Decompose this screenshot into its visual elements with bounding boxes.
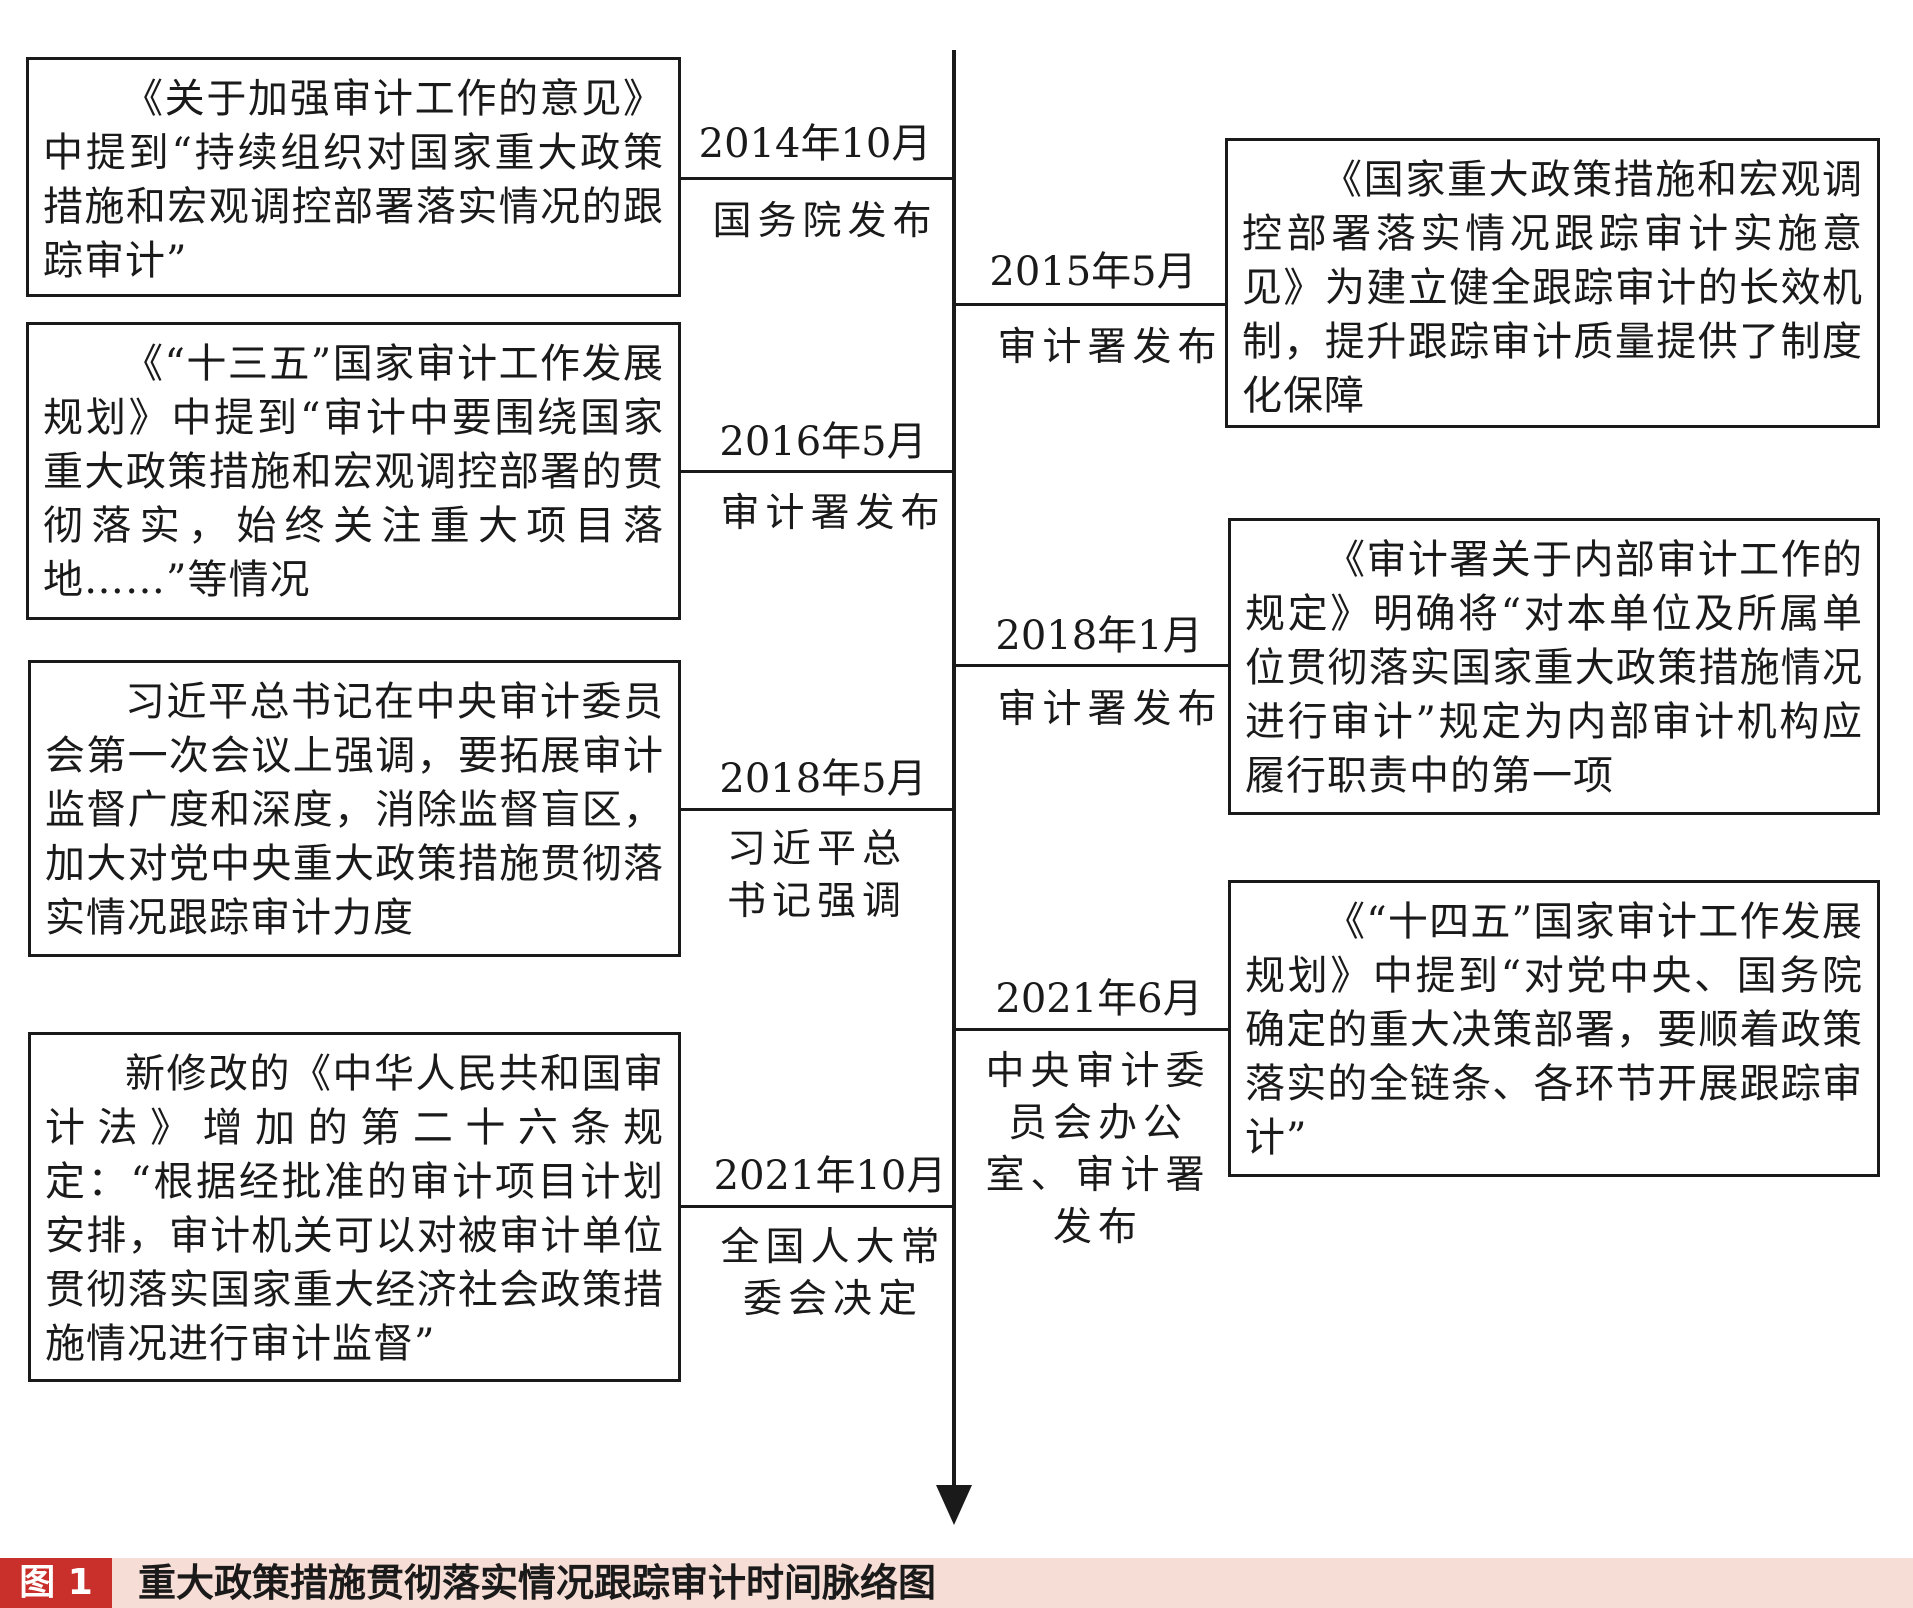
event-date-2014-10: 2014年10月 xyxy=(698,121,932,167)
connector-2021-06 xyxy=(956,1028,1228,1031)
event-publisher-2018-01: 审计署发布 xyxy=(997,687,1223,732)
event-publisher-2015-05: 审计署发布 xyxy=(997,325,1223,370)
event-box-2015-05: 《国家重大政策措施和宏观调控部署落实情况跟踪审计实施意见》为建立健全跟踪审计的长… xyxy=(1225,138,1880,428)
event-date-2021-10: 2021年10月 xyxy=(713,1153,947,1199)
event-publisher-2014-10: 国务院发布 xyxy=(712,199,938,244)
connector-2018-05 xyxy=(681,808,953,811)
timeline-arrow-icon xyxy=(936,1485,972,1525)
event-date-2016-05: 2016年5月 xyxy=(719,419,927,465)
event-publisher-2021-06: 中央审计委员会办公室、审计署发布 xyxy=(985,1049,1211,1250)
event-box-2018-01: 《审计署关于内部审计工作的规定》明确将“对本单位及所属单位贯彻落实国家重大政策措… xyxy=(1228,518,1880,815)
event-publisher-2018-05: 习近平总书记强调 xyxy=(726,827,907,924)
connector-2015-05 xyxy=(956,303,1225,306)
event-box-2021-06: 《“十四五”国家审计工作发展规划》中提到“对党中央、国务院确定的重大决策部署，要… xyxy=(1228,880,1880,1177)
figure-number-badge: 图 1 xyxy=(0,1558,112,1608)
event-publisher-2021-10: 全国人大常委会决定 xyxy=(720,1225,946,1322)
figure-title: 重大政策措施贯彻落实情况跟踪审计时间脉络图 xyxy=(138,1561,937,1605)
timeline-axis xyxy=(952,50,956,1495)
connector-2016-05 xyxy=(681,470,953,473)
event-date-2015-05: 2015年5月 xyxy=(989,249,1197,295)
event-box-2014-10: 《关于加强审计工作的意见》中提到“持续组织对国家重大政策措施和宏观调控部署落实情… xyxy=(26,57,681,297)
event-box-2016-05: 《“十三五”国家审计工作发展规划》中提到“审计中要围绕国家重大政策措施和宏观调控… xyxy=(26,322,681,620)
event-publisher-2016-05: 审计署发布 xyxy=(720,491,946,536)
connector-2014-10 xyxy=(681,177,953,180)
connector-2021-10 xyxy=(681,1205,953,1208)
event-box-2021-10: 新修改的《中华人民共和国审计法》增加的第二十六条规定：“根据经批准的审计项目计划… xyxy=(28,1032,681,1382)
connector-2018-01 xyxy=(956,664,1228,667)
event-date-2018-01: 2018年1月 xyxy=(995,613,1203,659)
event-date-2018-05: 2018年5月 xyxy=(719,756,927,802)
event-box-2018-05: 习近平总书记在中央审计委员会第一次会议上强调，要拓展审计监督广度和深度，消除监督… xyxy=(28,660,681,957)
figure-caption: 图 1 重大政策措施贯彻落实情况跟踪审计时间脉络图 xyxy=(0,1558,1913,1608)
event-date-2021-06: 2021年6月 xyxy=(995,976,1203,1022)
